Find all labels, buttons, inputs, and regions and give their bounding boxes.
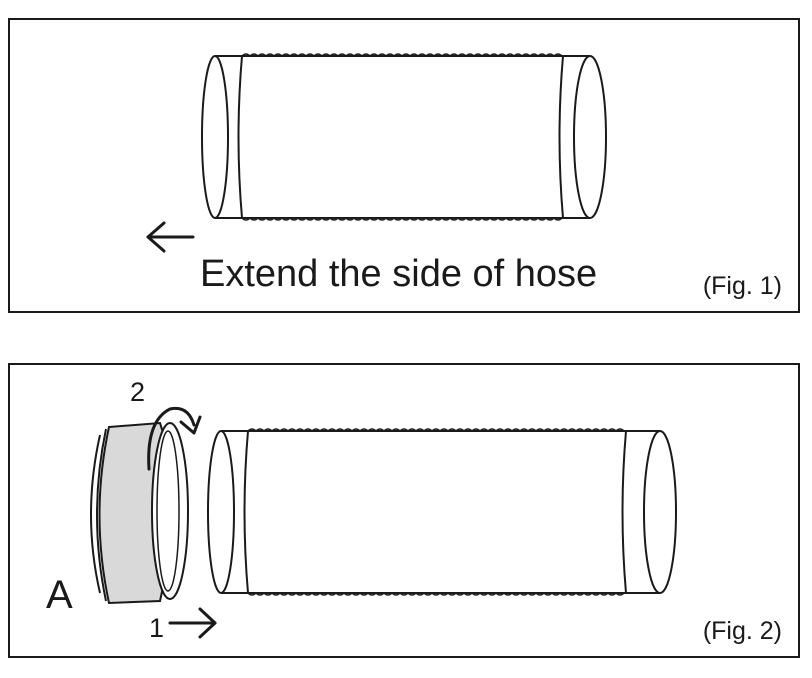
hose-right-end bbox=[643, 430, 677, 594]
hose-body-outline bbox=[221, 430, 660, 594]
hose-right-cuff bbox=[558, 55, 564, 219]
hose-left-end bbox=[207, 430, 235, 594]
figure-1-label: (Fig. 1) bbox=[702, 272, 782, 300]
hose-left-cuff bbox=[237, 55, 243, 219]
hose-corrugation-bottom bbox=[247, 591, 625, 596]
hose-1 bbox=[201, 53, 607, 221]
hose-right-cuff bbox=[621, 430, 627, 594]
adapter-thread bbox=[156, 430, 180, 592]
adapter-a bbox=[90, 421, 189, 605]
hose-corrugation-top bbox=[241, 53, 563, 58]
adapter-label: A bbox=[46, 573, 73, 617]
hose-2 bbox=[207, 428, 677, 596]
step-1-label: 1 bbox=[149, 613, 165, 643]
hose-left-end bbox=[201, 55, 229, 219]
hose-body-outline bbox=[215, 55, 590, 219]
hose-left-cuff bbox=[243, 430, 249, 594]
figure-1-drawing bbox=[146, 53, 607, 253]
adapter-flange-inner bbox=[96, 428, 107, 602]
instruction-text: Extend the side of hose bbox=[200, 253, 598, 295]
push-arrow-icon bbox=[168, 607, 217, 639]
extend-left-arrow-icon bbox=[146, 221, 195, 253]
figure-2-drawing bbox=[90, 406, 677, 639]
figure-2-panel: A 2 1 (Fig. 2) bbox=[8, 363, 800, 658]
hose-right-end bbox=[573, 55, 607, 219]
step-2-label: 2 bbox=[130, 377, 146, 407]
adapter-flange-outer bbox=[90, 434, 101, 594]
adapter-opening bbox=[151, 422, 189, 600]
rotate-arrow-icon bbox=[147, 406, 202, 471]
figure-2-label: (Fig. 2) bbox=[702, 617, 782, 645]
figure-1-panel: Extend the side of hose (Fig. 1) bbox=[8, 18, 800, 313]
hose-corrugation-bottom bbox=[241, 216, 563, 221]
hose-corrugation-top bbox=[247, 428, 625, 433]
